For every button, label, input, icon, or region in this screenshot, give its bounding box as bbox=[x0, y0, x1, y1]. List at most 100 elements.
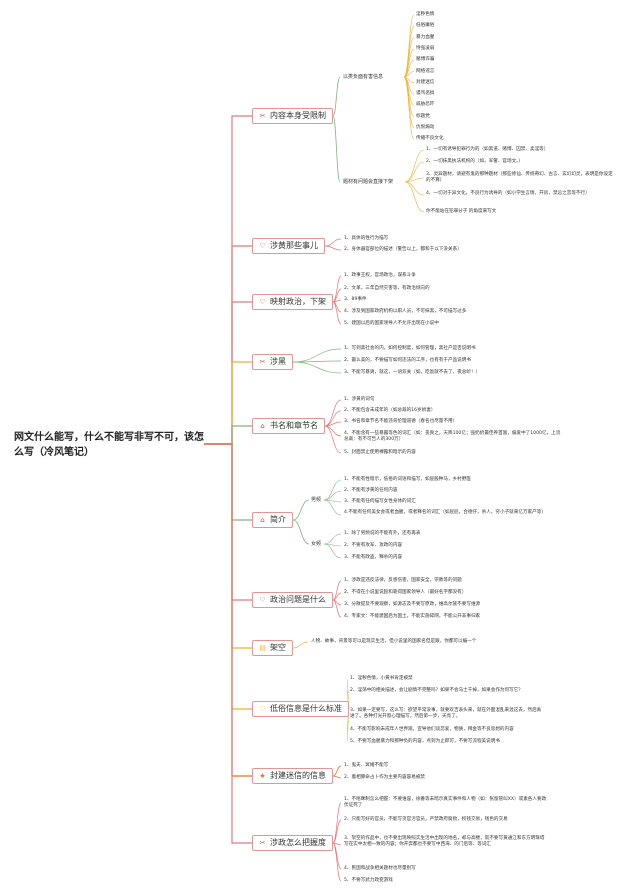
branch-label: 架空 bbox=[270, 643, 286, 652]
root-title: 网文什么能写，什么不能写非写不可，该怎么写（冷风笔记） bbox=[14, 432, 204, 458]
branch-political-degree[interactable]: ✂ 涉政怎么把握度 bbox=[252, 835, 333, 851]
branch-vulgar-standard[interactable]: ♡低俗信息是什么标准 bbox=[252, 701, 349, 717]
branch-content-restricted[interactable]: ✂ 内容本身受限制 bbox=[252, 108, 333, 124]
list-item: 4、不能含有一些暴露等色的词汇（如：丧爽之，天降100亿；强奶奶最佳养首富，偏爱… bbox=[344, 431, 561, 442]
leaf-connector bbox=[324, 238, 342, 247]
tag-icon: ⌂ bbox=[260, 422, 265, 430]
list-item: 1、鬼夫、冥婚不能写 bbox=[344, 763, 389, 768]
sub-topic-harmful-info: 以类负面有害信息 bbox=[343, 74, 384, 80]
leaf-connector bbox=[323, 499, 342, 516]
sub-connector bbox=[292, 499, 310, 521]
leaf-connector bbox=[403, 48, 415, 78]
tools-icon: ✂ bbox=[259, 839, 266, 847]
list-item: 1、淫秽色情，小黄书肯定被禁 bbox=[350, 676, 413, 681]
branch-sexual-content[interactable]: ♡涉黄那些事儿 bbox=[252, 238, 325, 254]
branch-gangs[interactable]: ✂涉黑 bbox=[252, 354, 293, 370]
leaf-connector bbox=[332, 775, 342, 779]
heart-icon: ♡ bbox=[259, 596, 266, 604]
branch-label: 政治问题是什么 bbox=[270, 595, 326, 604]
leaf-connector bbox=[332, 802, 342, 844]
home-icon: ⌂ bbox=[260, 516, 265, 524]
leaf-connector bbox=[332, 819, 342, 844]
list-item: 3、如果一定要写，这么写：欲望平常没事，就要欢吉表头来，就在外面混乱来混这去，然… bbox=[350, 708, 542, 719]
harmful-category: 低俗庸俗 bbox=[416, 23, 435, 29]
harmful-category: 传播不良文化 bbox=[416, 136, 444, 142]
leaf-connector bbox=[404, 161, 425, 183]
list-item: 4、涉及到国家政府机构以职人员，不可抹黑，不可描写过多 bbox=[344, 309, 467, 314]
list-item: 5、封面禁止使用裸露和暗示的内容 bbox=[344, 450, 416, 455]
list-item: 1、除了男频说的不能有外，还有再表 bbox=[344, 531, 421, 536]
branch-connector bbox=[204, 443, 252, 777]
harmful-category: 威胁恐吓 bbox=[416, 102, 435, 108]
sub-connector bbox=[292, 519, 310, 545]
list-item: 1、涉政是违反法律，反感伤害，国家安全，宗教等的问题 bbox=[344, 578, 462, 583]
list-item: 2、不要有攻军、攻政的内容 bbox=[344, 543, 403, 548]
branch-connector bbox=[204, 443, 252, 521]
leaf-connector bbox=[404, 177, 425, 183]
list-item: 2、只能写好的官员，不能写贪官污官员，严禁政府腐败，权钱交易，钱色的交易 bbox=[344, 817, 508, 822]
removal-rule: 1、一切有诱导犯罪行为的（如黑道、赌博、囚禁、卖淫等） bbox=[426, 147, 549, 152]
branch-fictional-setting[interactable]: ▤ 架空 bbox=[252, 640, 293, 656]
branch-political-allusion[interactable]: ♡ 映射政治，下架 bbox=[252, 294, 333, 310]
list-item: 3、架空的作品中，也不要出现映照实生活中出现的地名，却与高楼，就不要写黄通江和东… bbox=[344, 836, 545, 847]
list-item: 4、专家文：不能建国后为国土，不能实施碎网，不能公开非事归家 bbox=[344, 614, 481, 619]
note-icon: ▤ bbox=[259, 644, 266, 652]
leaf-connector bbox=[324, 245, 342, 251]
leaf-connector bbox=[324, 425, 342, 454]
harmful-category: 谩骂恶搞 bbox=[416, 91, 435, 97]
leaf-connector bbox=[332, 765, 342, 777]
branch-label: 映射政治，下架 bbox=[270, 297, 326, 306]
list-item: 2、文革，三年自然灾害等，有政治倾向的 bbox=[344, 286, 430, 291]
list-item: 2、不能包含未成年的（如总裁的16岁娇妻） bbox=[344, 408, 436, 413]
sub-connector bbox=[332, 115, 341, 183]
branch-connector bbox=[204, 443, 252, 710]
leaf-connector bbox=[323, 543, 342, 559]
harmful-category: 封建迷信 bbox=[416, 79, 435, 85]
list-item: 5、不要写武力政变游戏 bbox=[344, 878, 393, 883]
branch-label: 简介 bbox=[270, 515, 286, 524]
leaf-connector bbox=[403, 59, 415, 78]
list-item: 2、淫荡中的相关描述，会让剧情不完整吗？如果不会马士干掉，如果会作为何写它？ bbox=[350, 688, 523, 693]
sub-topic-direct-removal: 题材有问题会直接下架 bbox=[343, 179, 394, 185]
list-item: 2、不得在小说里说殴和靠得国家领导人（最好名字都没有） bbox=[344, 590, 467, 595]
branch-connector bbox=[204, 115, 252, 445]
branch-synopsis[interactable]: ⌂ 简介 bbox=[252, 512, 293, 528]
leaf-connector bbox=[332, 275, 342, 303]
branch-label: 涉政怎么把握度 bbox=[270, 838, 326, 847]
branch-political-issues[interactable]: ♡ 政治问题是什么 bbox=[252, 592, 333, 608]
harmful-category: 淫秽色情 bbox=[416, 12, 435, 17]
branch-label: 低俗信息是什么标准 bbox=[270, 704, 342, 713]
branch-label: 内容本身受限制 bbox=[270, 111, 326, 120]
branch-connector bbox=[204, 443, 252, 844]
branch-label: 封建迷信的信息 bbox=[270, 771, 326, 780]
removal-rule: 你不能站在犯罪分子 的角度来写文 bbox=[426, 209, 497, 214]
branch-label: 涉黄那些事儿 bbox=[270, 241, 318, 250]
branch-connector bbox=[204, 443, 252, 601]
list-item: 4.不能有任何美女会或者血腥，或者释名的词汇（如屁屁，合德仔，杀人，穷小子就来亿… bbox=[344, 510, 546, 515]
list-item: 2、最么美的，不要描写如何违法的工序，也有有于产品说明书 bbox=[344, 358, 471, 363]
leaf-connector bbox=[404, 181, 425, 213]
leaf-connector bbox=[292, 348, 342, 363]
leaf-connector bbox=[332, 599, 342, 618]
removal-rule: 4、一切对于异文化，不良行为诱导的（如小学生言情，开房，禁忌之恋等不行） bbox=[426, 191, 590, 196]
tools-icon: ✂ bbox=[259, 112, 266, 120]
branch-label: 书名和章节名 bbox=[270, 421, 318, 430]
branch-titles-chapters[interactable]: ⌂ 书名和章节名 bbox=[252, 418, 325, 434]
leaf-connector bbox=[404, 149, 425, 183]
list-item: 4、不能写影响未成年人世界观，宣导他们谈恋爱，物质，拜金等不良思想的内容 bbox=[350, 727, 514, 732]
leaf-connector bbox=[323, 533, 342, 545]
list-item: 2、着相算命占卜作为主要内容容易被禁 bbox=[344, 775, 426, 780]
branch-connector bbox=[204, 425, 252, 445]
leaf-connector bbox=[332, 842, 342, 846]
branch-superstition[interactable]: ★ 封建迷信的信息 bbox=[252, 768, 333, 784]
removal-rule: 2、一切抹黑执法机构的（如，军警、官场文。） bbox=[426, 159, 524, 164]
harmful-category: 赌博诈骗 bbox=[416, 57, 435, 63]
sub-topic-women: 女频 bbox=[311, 541, 322, 547]
harmful-category: 网络谣言 bbox=[416, 68, 435, 74]
star-icon: ★ bbox=[259, 772, 266, 780]
heart-icon: ♡ bbox=[259, 298, 266, 306]
harmful-category: 标题党 bbox=[416, 113, 430, 119]
sub-connector bbox=[332, 76, 341, 117]
branch-connector bbox=[204, 443, 252, 649]
